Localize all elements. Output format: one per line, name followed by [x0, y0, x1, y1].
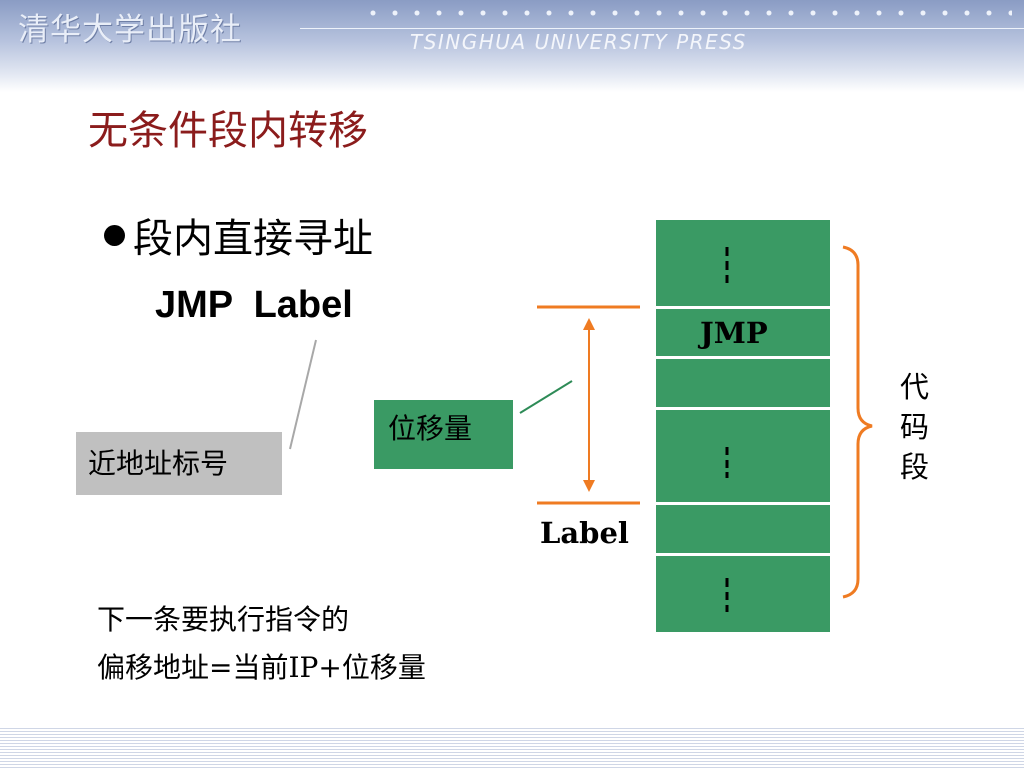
arrow-down-icon — [583, 480, 595, 492]
memory-cell — [656, 410, 830, 502]
near-label-box: 近地址标号 — [76, 432, 282, 495]
bullet-icon — [104, 225, 125, 246]
slide-header: 清华大学出版社 TSINGHUA UNIVERSITY PRESS — [0, 0, 1024, 92]
pointer-line-green — [519, 380, 573, 414]
slide-title: 无条件段内转移 — [88, 108, 368, 154]
pointer-line-gray — [289, 339, 317, 450]
memory-cell-jmp — [656, 309, 830, 356]
segment-char: 段 — [900, 450, 930, 484]
publisher-logo-cn: 清华大学出版社 — [18, 12, 242, 48]
displacement-box: 位移量 — [374, 400, 513, 469]
arrow-up-icon — [583, 318, 595, 330]
memory-cell — [656, 220, 830, 306]
memory-cell — [656, 359, 830, 407]
bullet-text: 段内直接寻址 — [133, 216, 373, 262]
segment-char: 码 — [900, 410, 930, 444]
memory-cell-label — [656, 505, 830, 553]
label-marker: Label — [540, 516, 629, 550]
header-rule — [300, 28, 1024, 29]
memory-jmp-text: JMP — [700, 316, 768, 350]
publisher-logo-en: TSINGHUA UNIVERSITY PRESS — [410, 30, 747, 54]
formula-line-2: 偏移地址=当前IP+位移量 — [97, 651, 426, 684]
bullet-item: 段内直接寻址 — [104, 206, 373, 264]
instruction-text: JMP Label — [155, 284, 353, 326]
code-segment-brace — [842, 245, 873, 599]
slide-footer — [0, 728, 1024, 768]
header-dots-decoration — [362, 8, 1012, 18]
formula-line-1: 下一条要执行指令的 — [97, 603, 350, 636]
memory-column — [656, 220, 830, 632]
memory-cell — [656, 556, 830, 632]
segment-char: 代 — [900, 370, 930, 404]
